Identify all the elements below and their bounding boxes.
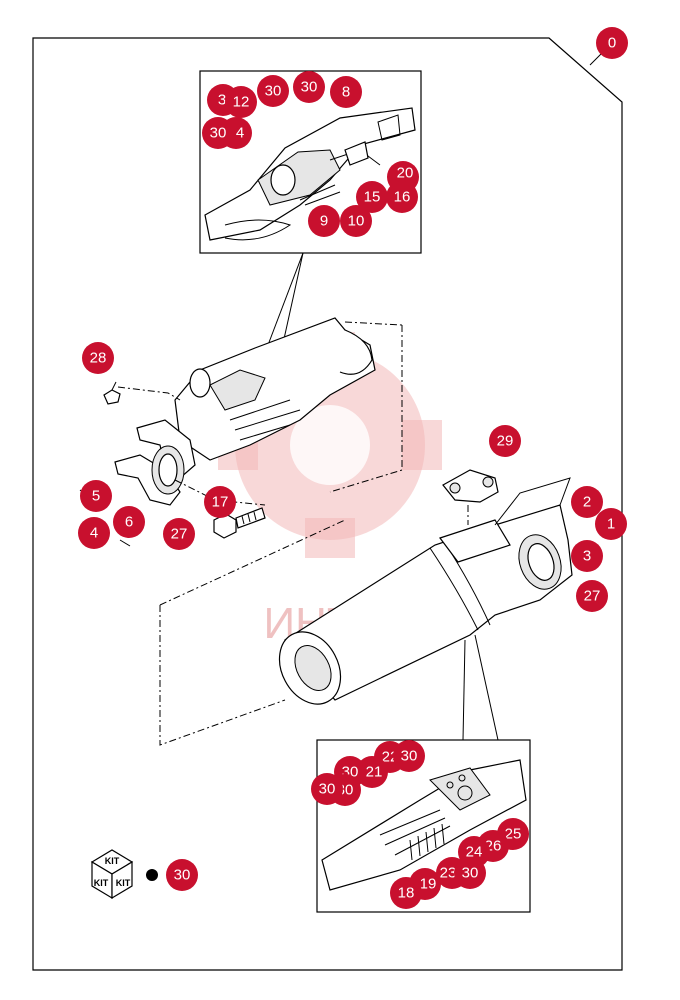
kit-label-top: KIT	[105, 856, 120, 866]
svg-text:24: 24	[466, 844, 483, 861]
svg-text:1: 1	[607, 516, 615, 533]
svg-text:2: 2	[583, 494, 591, 511]
svg-text:30: 30	[401, 748, 418, 765]
callout-27[interactable]: 27	[163, 518, 195, 550]
svg-text:5: 5	[92, 488, 100, 505]
leader-line	[117, 386, 181, 401]
callout-29[interactable]: 29	[489, 425, 521, 457]
callout-6[interactable]: 6	[113, 506, 145, 538]
svg-text:17: 17	[212, 494, 229, 511]
legend-dot	[146, 869, 158, 881]
leader-line	[281, 252, 304, 349]
bearing-bracket	[442, 469, 499, 525]
callout-18[interactable]: 18	[390, 877, 422, 909]
callout-5[interactable]: 5	[80, 480, 112, 512]
callout-4[interactable]: 4	[78, 517, 110, 549]
callout-30[interactable]: 30	[293, 71, 325, 103]
svg-text:6: 6	[125, 514, 133, 531]
leader-line	[267, 252, 304, 346]
callout-2[interactable]: 2	[571, 486, 603, 518]
callout-21[interactable]: 21	[356, 756, 388, 788]
legend-callout-30[interactable]: 30	[166, 859, 198, 891]
svg-text:27: 27	[171, 526, 188, 543]
rod-head-assembly	[174, 317, 403, 493]
kit-box-icon: KIT KIT KIT	[90, 849, 134, 900]
svg-text:30: 30	[210, 125, 227, 142]
split-clamp	[114, 419, 196, 506]
callout-15[interactable]: 15	[356, 181, 388, 213]
detail-box-rod-seal	[199, 70, 422, 254]
svg-text:30: 30	[265, 83, 282, 100]
callout-30[interactable]: 30	[311, 773, 343, 805]
svg-text:12: 12	[233, 94, 250, 111]
svg-text:19: 19	[420, 876, 437, 893]
callout-27[interactable]: 27	[576, 580, 608, 612]
svg-text:20: 20	[397, 165, 414, 182]
callout-30[interactable]: 30	[393, 740, 425, 772]
leader-line	[462, 639, 466, 741]
callout-12[interactable]: 12	[225, 86, 257, 118]
svg-text:4: 4	[236, 125, 244, 142]
kit-label-right: KIT	[116, 878, 131, 888]
callout-1[interactable]: 1	[595, 508, 627, 540]
svg-text:29: 29	[497, 433, 514, 450]
callout-10[interactable]: 10	[340, 205, 372, 237]
svg-text:28: 28	[90, 350, 107, 367]
svg-text:27: 27	[584, 588, 601, 605]
detail-box-piston-seal	[316, 739, 531, 913]
svg-text:15: 15	[364, 189, 381, 206]
diagram-frame	[32, 37, 623, 971]
callout-0[interactable]: 0	[596, 27, 628, 59]
svg-text:30: 30	[174, 867, 191, 884]
callout-30[interactable]: 30	[202, 117, 234, 149]
leader-line	[159, 519, 346, 606]
bolt	[213, 507, 266, 539]
leader-line	[159, 605, 286, 746]
leader-line	[474, 634, 499, 741]
svg-text:23: 23	[440, 865, 457, 882]
callout-17[interactable]: 17	[204, 486, 236, 518]
svg-text:3: 3	[583, 548, 591, 565]
svg-text:30: 30	[462, 865, 479, 882]
callout-16[interactable]: 16	[386, 181, 418, 213]
svg-text:10: 10	[348, 213, 365, 230]
svg-text:0: 0	[608, 35, 616, 52]
svg-text:25: 25	[505, 826, 522, 843]
svg-text:4: 4	[90, 525, 98, 542]
grease-fitting	[103, 381, 121, 405]
callout-8[interactable]: 8	[330, 76, 362, 108]
svg-text:30: 30	[319, 781, 336, 798]
svg-text:30: 30	[301, 79, 318, 96]
callout-28[interactable]: 28	[82, 342, 114, 374]
svg-text:3: 3	[218, 92, 226, 109]
kit-label-left: KIT	[94, 878, 109, 888]
callout-3[interactable]: 3	[571, 540, 603, 572]
svg-text:8: 8	[342, 84, 350, 101]
svg-text:18: 18	[398, 885, 415, 902]
svg-text:16: 16	[394, 189, 411, 206]
callout-30[interactable]: 30	[454, 857, 486, 889]
svg-text:9: 9	[320, 213, 328, 230]
cylinder-barrel	[278, 477, 573, 705]
svg-text:21: 21	[366, 764, 383, 781]
callout-9[interactable]: 9	[308, 205, 340, 237]
leader-line	[174, 479, 266, 506]
callout-30[interactable]: 30	[257, 75, 289, 107]
